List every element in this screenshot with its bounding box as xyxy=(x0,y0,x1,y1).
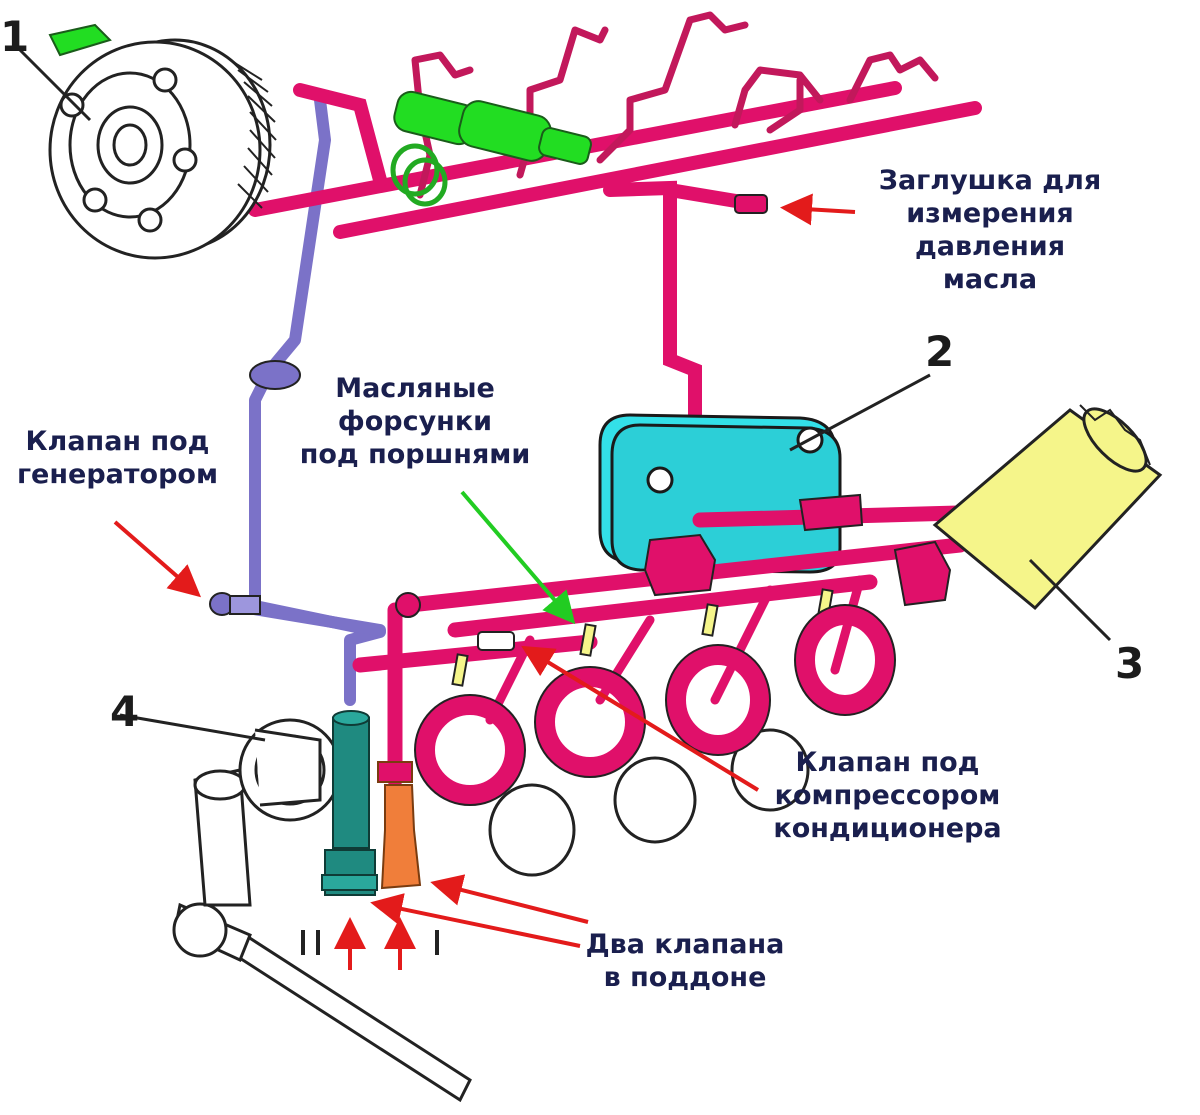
cam-pulley xyxy=(48,38,277,260)
red-arrows xyxy=(113,193,856,970)
oil-pickup-pipe xyxy=(172,768,472,1103)
sump-valve-right xyxy=(377,761,422,890)
callout-leaders xyxy=(18,48,1112,742)
supply-line-clamp xyxy=(249,360,301,390)
sump-valve-left xyxy=(321,710,378,896)
rocker-arms xyxy=(411,11,939,199)
pan-level-marks xyxy=(301,930,439,955)
oil-pump xyxy=(238,718,342,822)
compressor-valve xyxy=(477,631,515,651)
generator-valve xyxy=(209,592,261,616)
label-oil-nozzles: Масляные форсунки под поршнями xyxy=(299,373,531,470)
pressure-plug xyxy=(734,194,768,214)
gallery-fittings xyxy=(395,493,952,618)
camshaft xyxy=(48,23,592,207)
piston-rings xyxy=(415,605,895,805)
callout-number-3: 3 xyxy=(1115,639,1145,688)
label-generator-valve: Клапан под генератором xyxy=(16,426,219,490)
green-arrow xyxy=(460,490,576,625)
oil-cooler xyxy=(598,413,842,574)
label-pressure-plug: Заглушка для измерения давления масла xyxy=(878,165,1102,295)
label-sump-valves: Два клапана в поддоне xyxy=(585,929,785,993)
oil-filter xyxy=(932,404,1163,611)
callout-number-2: 2 xyxy=(925,327,955,376)
callout-number-4: 4 xyxy=(110,687,140,736)
label-compressor-valve: Клапан под компрессором кондиционера xyxy=(773,747,1002,844)
pistons-ghost xyxy=(488,728,810,877)
callout-number-1: 1 xyxy=(0,12,30,61)
